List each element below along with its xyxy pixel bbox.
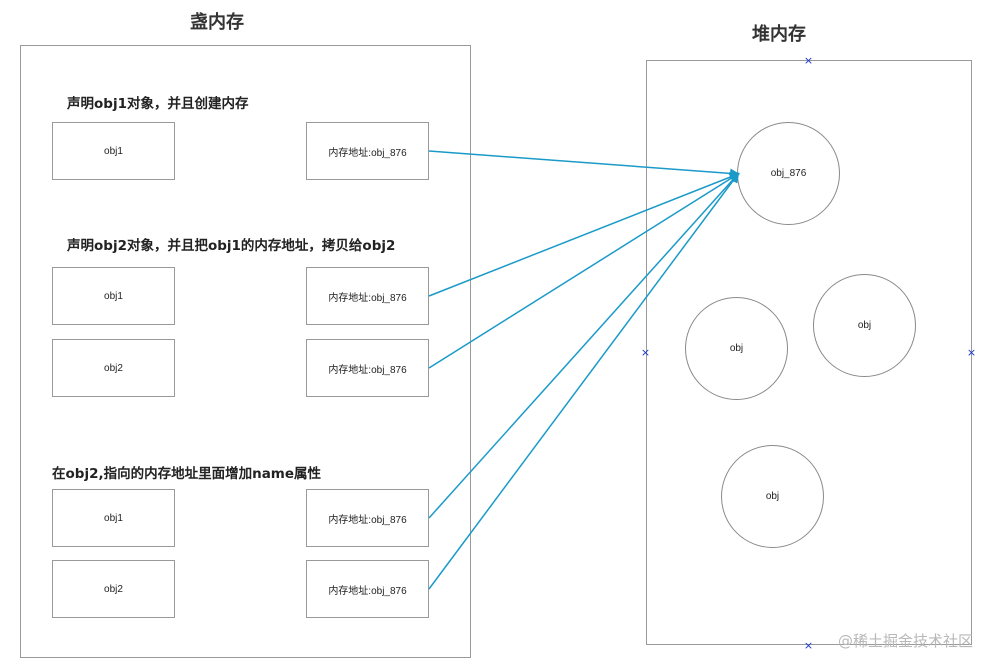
var-box-obj1: obj1 bbox=[52, 267, 175, 325]
watermark: @稀土掘金技术社区 bbox=[837, 632, 973, 650]
address-box: 内存地址:obj_876 bbox=[306, 122, 429, 180]
address-box: 内存地址:obj_876 bbox=[306, 560, 429, 618]
heap-object: obj bbox=[813, 274, 916, 377]
heap-object: obj bbox=[685, 297, 788, 400]
address-box: 内存地址:obj_876 bbox=[306, 267, 429, 325]
section-label-3: 在obj2,指向的内存地址里面增加name属性 bbox=[52, 466, 322, 482]
var-box-obj1: obj1 bbox=[52, 489, 175, 547]
connection-marker: × bbox=[803, 54, 814, 67]
heap-object: obj bbox=[721, 445, 824, 548]
var-box-obj2: obj2 bbox=[52, 339, 175, 397]
var-box-obj2: obj2 bbox=[52, 560, 175, 618]
section-label-2: 声明obj2对象，并且把obj1的内存地址，拷贝给obj2 bbox=[67, 238, 396, 254]
heap-object-obj_876: obj_876 bbox=[737, 122, 840, 225]
stack-title: 盏内存 bbox=[190, 12, 244, 33]
address-box: 内存地址:obj_876 bbox=[306, 339, 429, 397]
connection-marker: × bbox=[966, 346, 977, 359]
section-label-1: 声明obj1对象，并且创建内存 bbox=[67, 96, 249, 112]
address-box: 内存地址:obj_876 bbox=[306, 489, 429, 547]
connection-marker: × bbox=[803, 639, 814, 652]
heap-title: 堆内存 bbox=[752, 24, 806, 45]
var-box-obj1: obj1 bbox=[52, 122, 175, 180]
connection-marker: × bbox=[640, 346, 651, 359]
